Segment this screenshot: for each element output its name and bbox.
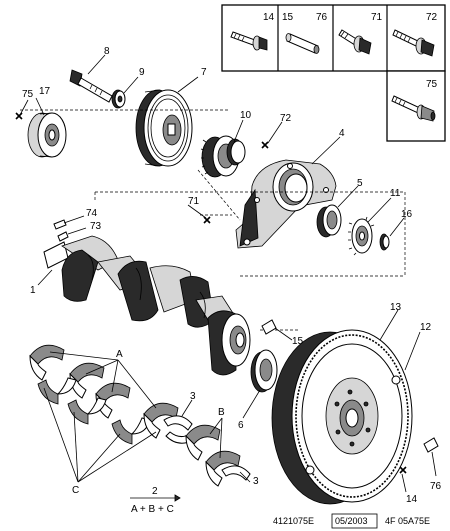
callout-16: 16 bbox=[401, 209, 413, 220]
legend-label-72: 72 bbox=[426, 12, 438, 23]
flywheel bbox=[271, 329, 413, 505]
bearing-shell-c1 bbox=[37, 377, 77, 405]
callout-3-lower: 3 bbox=[253, 476, 259, 487]
dowel-pin-icon bbox=[285, 33, 320, 54]
pulley-bolt bbox=[69, 69, 113, 103]
callout-14: 14 bbox=[406, 494, 418, 505]
callout-73: 73 bbox=[90, 221, 102, 232]
flange-bolt-icon bbox=[338, 29, 372, 55]
legend-label-14: 14 bbox=[263, 12, 275, 23]
callout-A: A bbox=[116, 349, 123, 360]
callout-75: 75 bbox=[22, 89, 34, 100]
bearing-shell-b2 bbox=[205, 450, 241, 487]
crankshaft bbox=[43, 235, 251, 376]
timing-sprocket bbox=[200, 135, 246, 178]
callout-C: C bbox=[72, 485, 79, 496]
callout-7: 7 bbox=[201, 67, 207, 78]
assembly-dashed-lines bbox=[20, 109, 406, 331]
callout-B: B bbox=[218, 407, 225, 418]
fastener-legend: 14 15 76 71 72 75 bbox=[221, 4, 446, 142]
formula-label: A + B + C bbox=[131, 504, 174, 515]
callout-15: 15 bbox=[292, 336, 304, 347]
pulley-washer bbox=[111, 89, 126, 109]
arrow-head-icon bbox=[174, 494, 181, 502]
thrust-washer-2 bbox=[221, 465, 251, 481]
callout-10: 10 bbox=[240, 110, 252, 121]
bolt-markers bbox=[15, 112, 407, 474]
callout-2: 2 bbox=[152, 486, 158, 497]
bearing-shell-c2 bbox=[67, 397, 107, 425]
seal-housing bbox=[235, 159, 337, 249]
socket-bolt-icon bbox=[391, 95, 436, 122]
bearing-shell-c3 bbox=[111, 417, 151, 445]
footer-date-box bbox=[331, 513, 378, 529]
sprocket-key bbox=[379, 233, 390, 251]
oil-pump-sprocket bbox=[348, 216, 375, 256]
callout-11: 11 bbox=[390, 188, 401, 199]
crank-rear-seal bbox=[250, 349, 278, 393]
callout-17: 17 bbox=[39, 86, 51, 97]
footer: 4121075E 05/2003 4F 05A75E bbox=[273, 513, 430, 529]
callout-72: 72 bbox=[280, 113, 292, 124]
crank-dowels bbox=[53, 219, 69, 242]
damper-pulley bbox=[135, 89, 193, 167]
leader-lines bbox=[19, 54, 437, 499]
callout-4: 4 bbox=[339, 128, 345, 139]
callout-1: 1 bbox=[30, 285, 36, 296]
dowel-pin-15 bbox=[261, 319, 277, 335]
callout-13: 13 bbox=[390, 302, 402, 313]
legend-label-75: 75 bbox=[426, 79, 438, 90]
bearing-shell-a1 bbox=[29, 344, 65, 381]
footer-ref: 4121075E bbox=[273, 516, 314, 526]
callout-labels: 8 9 7 75 17 10 72 4 5 11 16 71 74 73 1 1… bbox=[22, 46, 442, 515]
legend-label-71: 71 bbox=[371, 12, 383, 23]
footer-code: 4F 05A75E bbox=[385, 516, 430, 526]
long-flange-bolt-icon bbox=[392, 29, 435, 57]
bolt-with-washer-icon bbox=[230, 31, 268, 51]
callout-12: 12 bbox=[420, 322, 432, 333]
footer-date: 05/2003 bbox=[335, 516, 368, 526]
bearing-shell-b1 bbox=[185, 424, 221, 461]
callout-3-upper: 3 bbox=[190, 391, 196, 402]
callout-5: 5 bbox=[357, 178, 363, 189]
dowel-pin-76 bbox=[423, 437, 439, 453]
callout-8: 8 bbox=[104, 46, 110, 57]
callout-74: 74 bbox=[86, 208, 98, 219]
callout-71: 71 bbox=[188, 196, 200, 207]
legend-label-15: 15 bbox=[282, 12, 294, 23]
callout-76: 76 bbox=[430, 481, 442, 492]
crank-front-seal bbox=[316, 204, 342, 238]
legend-label-76: 76 bbox=[316, 12, 328, 23]
callout-6: 6 bbox=[238, 420, 244, 431]
pulley-group bbox=[27, 69, 246, 178]
accessory-pulley bbox=[27, 112, 67, 158]
callout-9: 9 bbox=[139, 67, 145, 78]
